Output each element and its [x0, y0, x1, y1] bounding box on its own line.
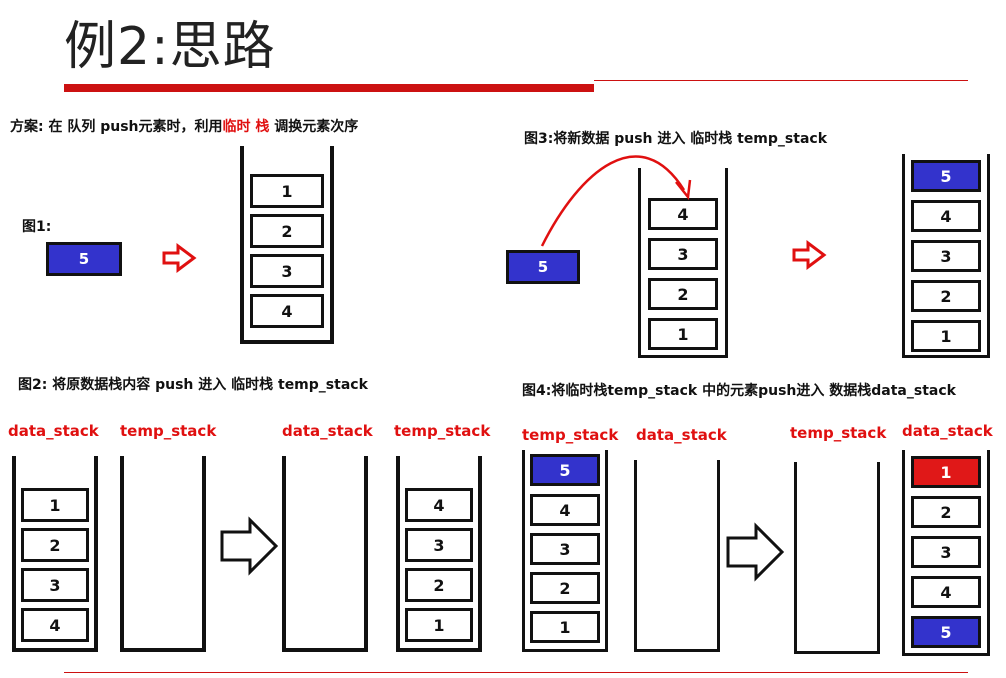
fig2-after-data-stack [282, 456, 368, 652]
title-thin-rule [594, 80, 968, 81]
fig1-new-element: 5 [46, 242, 122, 276]
plan-caption: 方案: 在 队列 push元素时，利用临时 栈 调换元素次序 [10, 116, 358, 136]
fig4-data-cell: 1 [911, 456, 981, 488]
fig1-arrow-icon [162, 243, 197, 273]
fig3-after-stack: 5 4 3 2 1 [902, 154, 990, 358]
fig4-data-cell: 2 [911, 496, 981, 528]
fig4-after-data-label: data_stack [902, 422, 993, 440]
fig3-after-cell: 1 [911, 320, 981, 352]
fig3-after-cell: 2 [911, 280, 981, 312]
fig4-data-cell: 5 [911, 616, 981, 648]
plan-prefix: 方案: 在 队列 push元素时，利用 [10, 119, 223, 135]
fig2-data-cell: 4 [21, 608, 89, 642]
fig1-stack-cell: 3 [250, 254, 324, 288]
fig2-data-cell: 1 [21, 488, 89, 522]
fig3-new-element: 5 [506, 250, 580, 284]
fig4-after-temp-stack [794, 462, 880, 654]
fig2-before-data-stack: 1 2 3 4 [12, 456, 98, 652]
fig2-before-temp-stack [120, 456, 206, 652]
fig4-temp-cell: 2 [530, 572, 600, 604]
fig1-stack-cell: 1 [250, 174, 324, 208]
fig3-after-cell: 3 [911, 240, 981, 272]
fig3-caption: 图3:将新数据 push 进入 临时栈 temp_stack [524, 131, 828, 147]
fig2-after-temp-stack: 4 3 2 1 [396, 456, 482, 652]
fig2-temp-cell: 3 [405, 528, 473, 562]
fig1-stack-cell: 4 [250, 294, 324, 328]
fig2-arrow-icon [220, 516, 279, 576]
fig3-before-stack: 4 3 2 1 [638, 168, 728, 358]
plan-highlight: 临时 栈 [222, 119, 270, 135]
fig2-temp-cell: 4 [405, 488, 473, 522]
fig3-before-cell: 3 [648, 238, 718, 270]
fig1-label: 图1: [22, 219, 52, 235]
fig2-after-data-label: data_stack [282, 422, 373, 440]
bottom-rule [64, 672, 968, 673]
fig1-stack: 1 2 3 4 [240, 146, 334, 344]
fig4-data-cell: 3 [911, 536, 981, 568]
fig4-temp-cell: 5 [530, 454, 600, 486]
fig3-before-cell: 2 [648, 278, 718, 310]
fig4-temp-cell: 4 [530, 494, 600, 526]
fig3-before-cell: 1 [648, 318, 718, 350]
fig4-data-cell: 4 [911, 576, 981, 608]
fig4-before-data-label: data_stack [636, 426, 727, 444]
fig2-caption: 图2: 将原数据栈内容 push 进入 临时栈 temp_stack [18, 377, 368, 393]
fig2-before-data-label: data_stack [8, 422, 99, 440]
fig4-before-temp-label: temp_stack [522, 426, 619, 444]
fig4-after-data-stack: 1 2 3 4 5 [902, 450, 990, 656]
fig2-temp-cell: 1 [405, 608, 473, 642]
plan-suffix: 调换元素次序 [269, 119, 359, 135]
fig3-arrow-icon [792, 240, 827, 270]
fig4-temp-cell: 3 [530, 533, 600, 565]
fig2-after-temp-label: temp_stack [394, 422, 491, 440]
fig2-before-temp-label: temp_stack [120, 422, 217, 440]
title-underline [64, 84, 594, 92]
fig3-after-cell: 4 [911, 200, 981, 232]
fig2-data-cell: 3 [21, 568, 89, 602]
fig4-after-temp-label: temp_stack [790, 424, 887, 442]
fig3-before-cell: 4 [648, 198, 718, 230]
fig4-temp-cell: 1 [530, 611, 600, 643]
page-title: 例2:思路 [64, 17, 276, 77]
fig4-before-data-stack [634, 460, 720, 652]
fig3-after-cell: 5 [911, 160, 981, 192]
fig4-before-temp-stack: 5 4 3 2 1 [522, 450, 608, 652]
fig4-arrow-icon [726, 522, 785, 582]
fig3-curve-arrow-icon [540, 155, 692, 247]
fig2-data-cell: 2 [21, 528, 89, 562]
fig2-temp-cell: 2 [405, 568, 473, 602]
fig4-caption: 图4:将临时栈temp_stack 中的元素push进入 数据栈data_sta… [522, 383, 956, 399]
fig1-stack-cell: 2 [250, 214, 324, 248]
